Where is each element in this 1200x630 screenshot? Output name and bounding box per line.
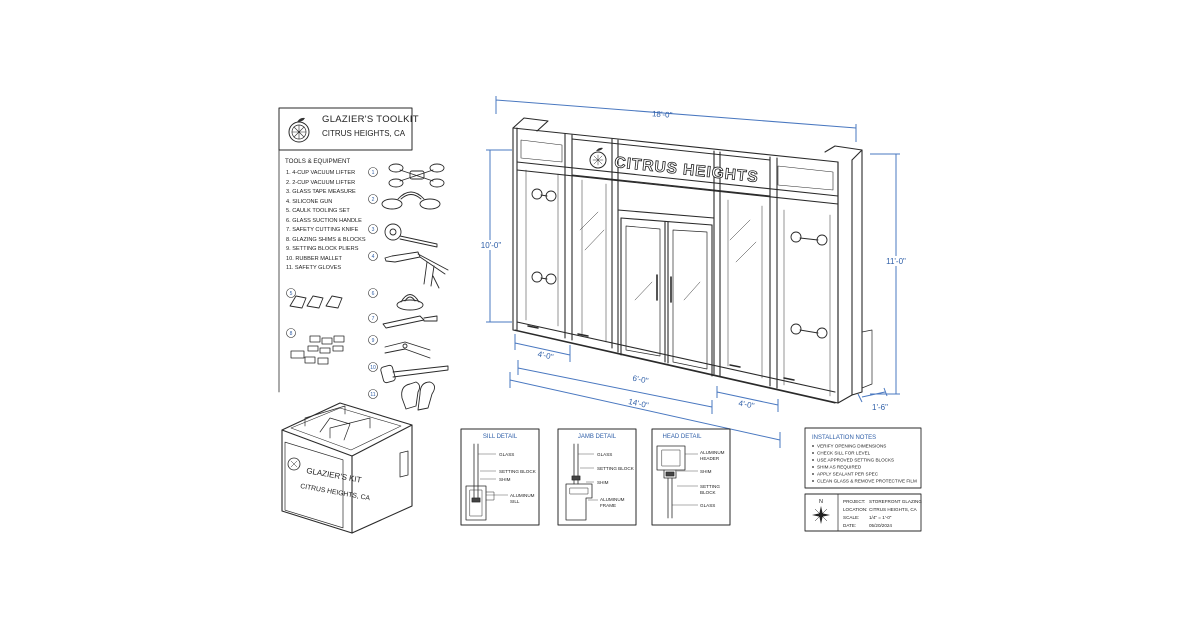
project-value: STOREFRONT GLAZING (869, 499, 922, 504)
callout-number: 3 (372, 227, 375, 233)
head-detail-title: HEAD DETAIL (663, 434, 703, 440)
kit-box-label-line2: CITRUS HEIGHTS, CA (300, 483, 371, 502)
head-label: SETTING (700, 484, 720, 489)
callout-number: 9 (372, 338, 375, 344)
note-item: SHIM AS REQUIRED (817, 465, 862, 470)
date-label: DATE: (843, 523, 856, 528)
scale-label: SCALE: (843, 515, 859, 520)
note-item: CHECK SILL FOR LEVEL (817, 451, 871, 456)
dim-left-panel: 4'-0" (537, 349, 555, 361)
glaziers-kit-box (281, 402, 413, 534)
sill-label: SILL (510, 499, 520, 504)
tool-item: 3. GLASS TAPE MEASURE (286, 189, 356, 195)
tool-item: 10. RUBBER MALLET (286, 256, 343, 262)
caulk-tooling-set-icon (289, 295, 343, 309)
sill-label: ALUMINUM (510, 493, 535, 498)
note-item: APPLY SEALANT PER SPEC (817, 472, 879, 477)
jamb-label: GLASS (597, 452, 612, 457)
callout-number: 1 (372, 170, 375, 176)
dim-door-width: 6'-0" (632, 374, 650, 386)
safety-gloves-icon (401, 381, 435, 411)
shims-blocks-icon (290, 335, 345, 365)
note-item: CLEAN GLASS & REMOVE PROTECTIVE FILM (817, 479, 917, 484)
jamb-label: ALUMINUM (600, 497, 625, 502)
scale-value: 1/4" = 1'-0" (869, 515, 892, 520)
dim-depth: 1'-6" (872, 403, 888, 412)
tool-item: 9. SETTING BLOCK PLIERS (286, 246, 359, 252)
tool-item: 6. GLASS SUCTION HANDLE (286, 218, 362, 224)
callout-number: 6 (372, 291, 375, 297)
storefront-elevation (512, 117, 873, 404)
jamb-label: FRAME (600, 503, 616, 508)
notes-title: INSTALLATION NOTES (812, 435, 876, 441)
tool-item: 1. 4-CUP VACUUM LIFTER (286, 170, 355, 176)
sill-label: SETTING BLOCK (499, 469, 537, 474)
dim-left-height: 10'-0" (481, 241, 502, 250)
orange-logo-icon (288, 117, 310, 143)
toolkit-subtitle: CITRUS HEIGHTS, CA (322, 129, 406, 138)
callout-number: 11 (370, 392, 375, 398)
tool-item: 5. CAULK TOOLING SET (286, 208, 350, 214)
dim-right-panel: 4'-0" (738, 399, 756, 411)
dim-right-height: 11'-0" (886, 257, 906, 266)
jamb-label: SHIM (597, 480, 609, 485)
tape-measure-icon (384, 223, 438, 248)
tool-item: 4. SILICONE GUN (286, 199, 332, 205)
head-detail: HEAD DETAIL ALUMINUM HEADER SHIM SETTING… (651, 428, 731, 526)
tool-item: 8. GLAZING SHIMS & BLOCKS (286, 237, 366, 243)
sill-detail: SILL DETAIL GLASS SETTING BLOCK SHIM ALU… (460, 428, 540, 526)
title-block: N PROJECT: STOREFRONT GLAZING LOCATION: … (804, 493, 922, 532)
location-label: LOCATION: (843, 507, 867, 512)
storefront-sign: CITRUS HEIGHTS (571, 138, 771, 197)
silicone-gun-icon (384, 251, 449, 289)
project-label: PROJECT: (843, 499, 865, 504)
suction-handle-icon (396, 294, 424, 311)
note-item: USE APPROVED SETTING BLOCKS (817, 458, 894, 463)
vacuum-lifter-2cup-icon (381, 191, 441, 210)
head-label: BLOCK (700, 490, 717, 495)
cutting-knife-icon (382, 315, 438, 329)
note-item: VERIFY OPENING DIMENSIONS (817, 444, 886, 449)
toolkit-header-box (278, 107, 413, 151)
jamb-label: SETTING BLOCK (597, 466, 635, 471)
tool-callouts: 1 2 3 4 5 6 7 8 9 10 11 (286, 167, 378, 399)
callout-number: 10 (370, 365, 376, 371)
north-label: N (819, 499, 823, 505)
toolkit-panel: GLAZIER'S TOOLKIT CITRUS HEIGHTS, CA TOO… (278, 107, 449, 411)
jamb-detail: JAMB DETAIL GLASS SETTING BLOCK SHIM ALU… (557, 428, 637, 526)
rubber-mallet-icon (380, 364, 449, 384)
dimension-lines: 18'-0" 10'-0" 11'-0" 4'-0" 6'-0" 14'-0" … (478, 96, 909, 448)
tools-section-label: TOOLS & EQUIPMENT (285, 158, 350, 165)
sign-orange-icon (589, 147, 607, 169)
location-value: CITRUS HEIGHTS, CA (869, 507, 918, 512)
dim-total-width: 14'-0" (628, 397, 650, 410)
tool-item: 11. SAFETY GLOVES (286, 265, 341, 271)
head-label: ALUMINUM (700, 450, 725, 455)
tool-item: 2. 2-CUP VACUUM LIFTER (286, 180, 355, 186)
sill-label: GLASS (499, 452, 514, 457)
head-label: GLASS (700, 503, 715, 508)
pliers-icon (384, 341, 431, 359)
callout-number: 2 (372, 197, 375, 203)
sill-label: SHIM (499, 477, 511, 482)
vacuum-lifter-4cup-icon (388, 163, 445, 188)
tool-item: 7. SAFETY CUTTING KNIFE (286, 227, 359, 233)
head-label: SHIM (700, 469, 712, 474)
kit-box-logo-icon (287, 457, 301, 471)
jamb-detail-title: JAMB DETAIL (578, 434, 617, 440)
callout-number: 8 (290, 331, 293, 337)
installation-notes: INSTALLATION NOTES VERIFY OPENING DIMENS… (804, 427, 922, 489)
dim-overall-width: 18'-0" (652, 109, 673, 119)
tools-list: 1. 4-CUP VACUUM LIFTER 2. 2-CUP VACUUM L… (286, 170, 366, 271)
callout-number: 4 (372, 254, 375, 260)
head-label: HEADER (700, 456, 720, 461)
kit-box-label-line1: GLAZIER'S KIT (306, 466, 363, 485)
sill-detail-title: SILL DETAIL (483, 434, 518, 440)
callout-number: 5 (290, 291, 293, 297)
toolkit-title: GLAZIER'S TOOLKIT (322, 114, 419, 125)
callout-number: 7 (372, 316, 375, 322)
compass-rose-icon (812, 506, 830, 524)
date-value: 05/20/2024 (869, 523, 892, 528)
